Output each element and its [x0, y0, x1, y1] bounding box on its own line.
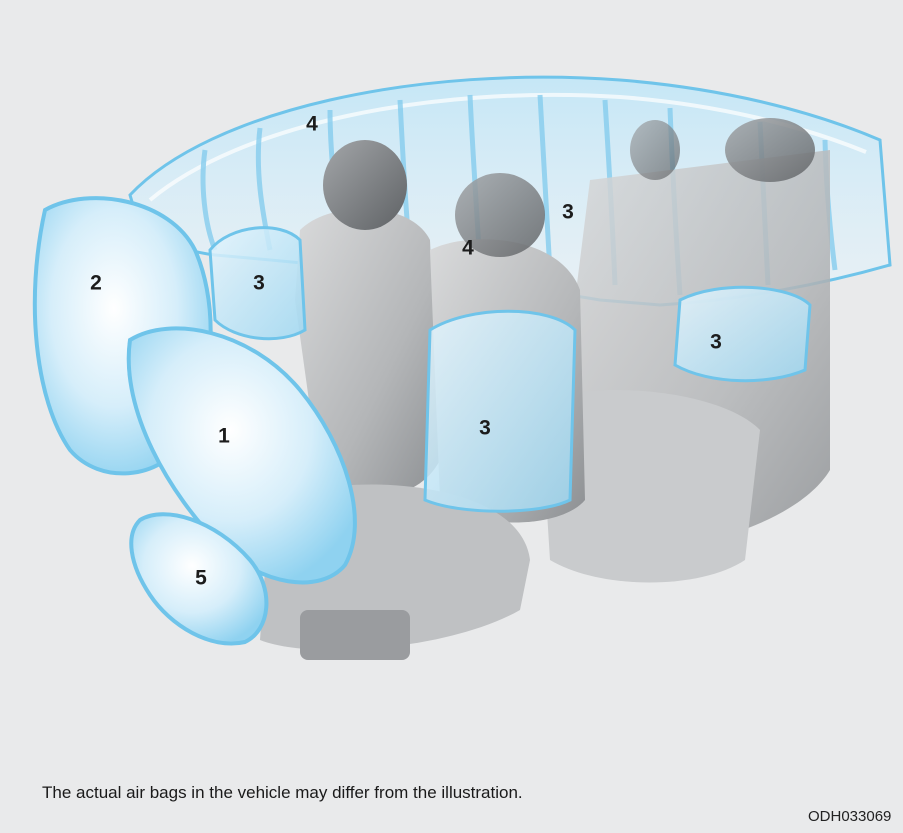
callout-curtain-center: 4: [462, 238, 474, 259]
figure-caption: The actual air bags in the vehicle may d…: [42, 783, 523, 803]
callout-passenger-front: 2: [90, 273, 102, 294]
callout-side-passenger: 3: [479, 418, 491, 439]
callout-side-rear: 3: [710, 332, 722, 353]
airbag-illustration: [0, 0, 903, 700]
callout-driver-front: 1: [218, 426, 230, 447]
figure-code: ODH033069: [808, 808, 891, 825]
callout-curtain: 4: [306, 114, 318, 135]
callout-side-driver: 3: [253, 273, 265, 294]
callout-side-rear-upper: 3: [562, 202, 574, 223]
callout-knee: 5: [195, 568, 207, 589]
